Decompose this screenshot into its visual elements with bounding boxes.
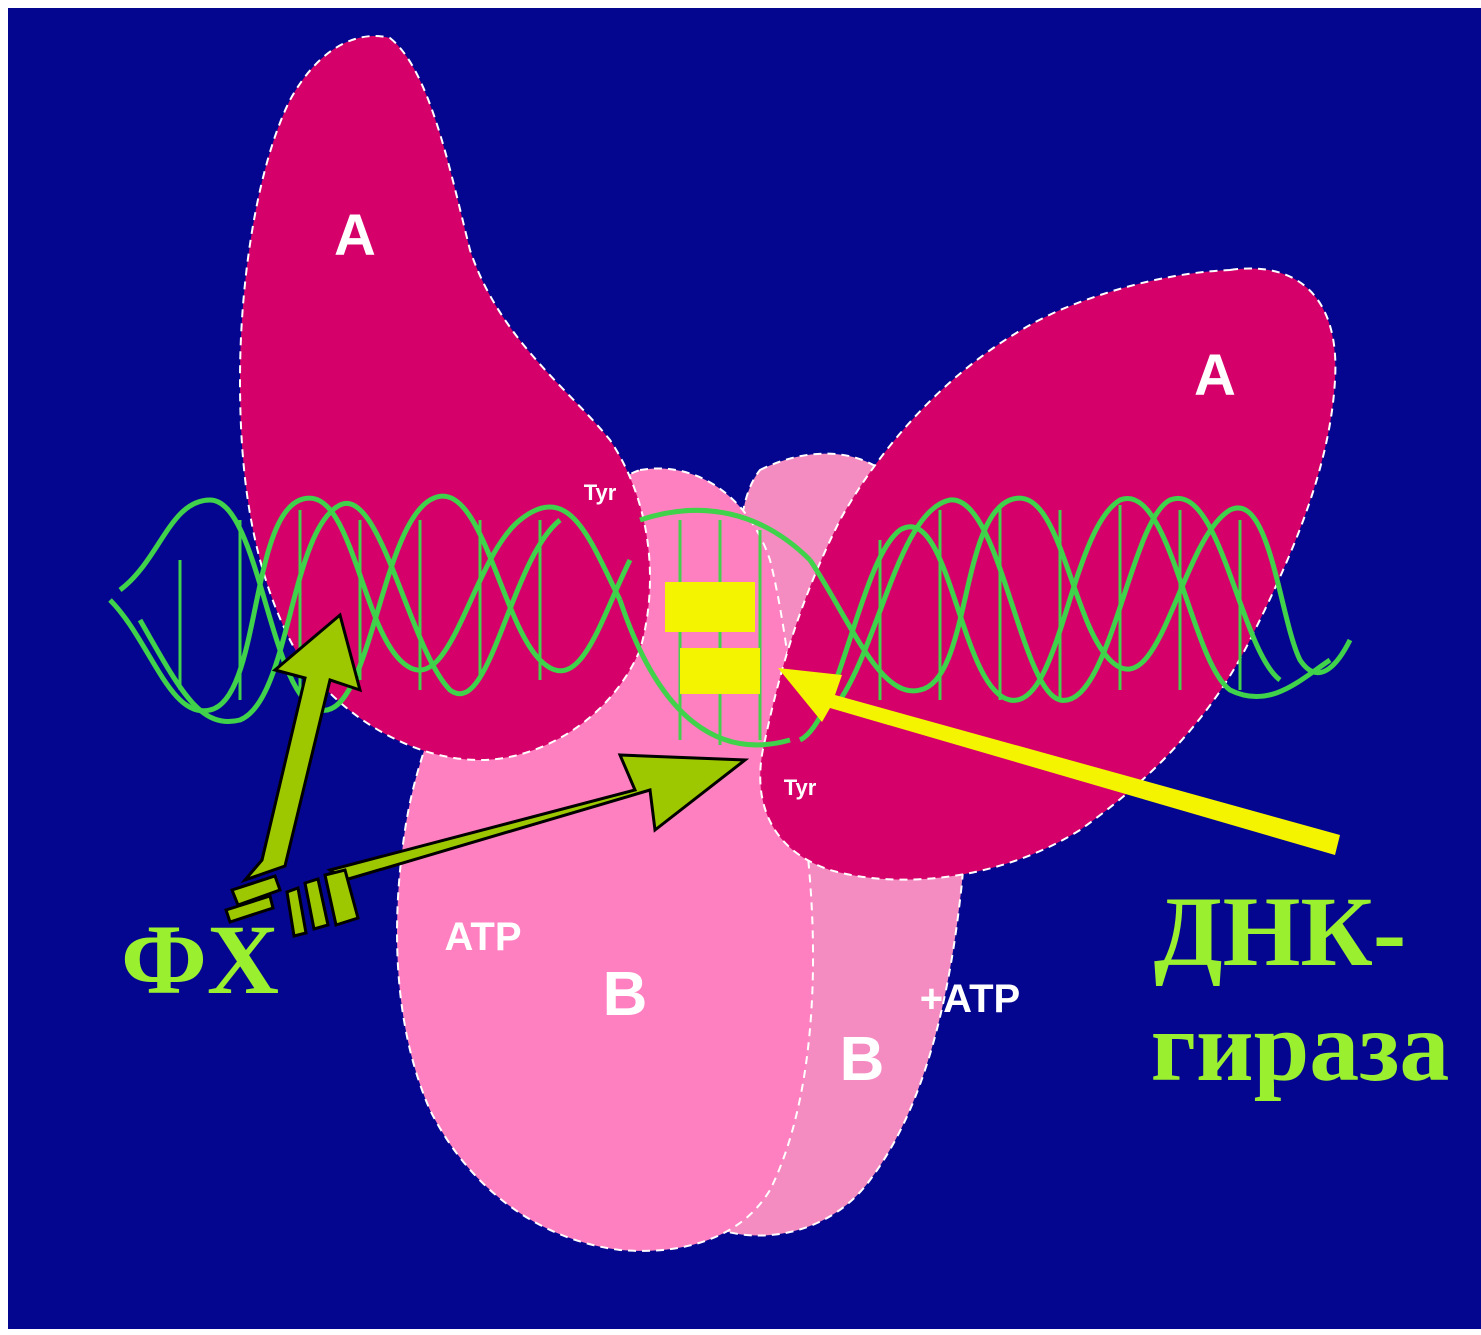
label-b-back: B bbox=[840, 1025, 885, 1094]
label-a-right: A bbox=[1194, 343, 1236, 408]
label-tyr-top: Tyr bbox=[584, 480, 617, 505]
label-enzyme-line1: ДНК- bbox=[1154, 876, 1406, 987]
label-atp-back: +ATP bbox=[920, 977, 1020, 1021]
label-b-front: B bbox=[603, 960, 648, 1029]
label-enzyme-line2: гираза bbox=[1151, 991, 1450, 1102]
label-atp-front: ATP bbox=[444, 915, 521, 959]
label-tyr-bottom: Tyr bbox=[784, 775, 817, 800]
label-a-left: A bbox=[334, 203, 376, 268]
label-fh: ФХ bbox=[121, 904, 279, 1015]
